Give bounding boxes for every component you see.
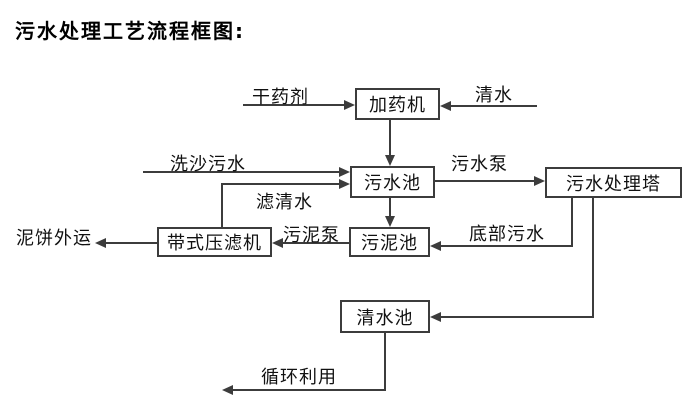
node-belt-filter-press: 带式压滤机 <box>157 227 272 257</box>
arrowhead-down-icon <box>385 155 395 166</box>
arrowhead-right-icon <box>344 100 355 110</box>
edge-dry-chemical-line <box>243 104 346 106</box>
edge-recycle-hline <box>231 389 386 391</box>
arrowhead-right-icon <box>339 167 350 177</box>
node-treatment-tower: 污水处理塔 <box>545 167 682 198</box>
node-dosing-machine: 加药机 <box>355 88 440 120</box>
edge-sludge-pump-line <box>281 242 349 244</box>
edge-bottom-sewage-vline <box>571 198 573 247</box>
edge-recycle-label: 循环利用 <box>261 367 337 388</box>
edge-dry-chemical-label: 干药剂 <box>252 87 309 108</box>
edge-bottom-sewage-label: 底部污水 <box>469 224 545 245</box>
edge-clean-water-line <box>449 105 537 107</box>
node-sewage-pool: 污水池 <box>350 166 435 198</box>
edge-mud-cake-line <box>104 242 157 244</box>
edge-tower-to-clean-vline <box>592 198 594 318</box>
arrowhead-left-icon <box>430 241 441 251</box>
edge-filtered-water-hline <box>221 183 341 185</box>
arrowhead-right-icon <box>534 176 545 186</box>
edge-sludge-pump-label: 污泥泵 <box>283 225 340 246</box>
node-sludge-pool: 污泥池 <box>349 227 430 257</box>
arrowhead-left-icon <box>430 312 441 322</box>
edge-sand-wash-line <box>143 171 341 173</box>
edge-dosing-to-sewage-line <box>389 120 391 157</box>
edge-clean-water-label: 清水 <box>475 85 513 106</box>
edge-bottom-sewage-hline <box>439 245 573 247</box>
page-title: 污水处理工艺流程框图: <box>15 19 245 43</box>
edge-sand-wash-label: 洗沙污水 <box>170 154 246 175</box>
edge-filtered-water-label: 滤清水 <box>256 192 313 213</box>
edge-sewage-pump-label: 污水泵 <box>451 154 508 175</box>
node-clean-water-pool: 清水池 <box>340 300 430 333</box>
edge-sewage-pump-line <box>435 180 536 182</box>
arrowhead-left-icon <box>95 238 106 248</box>
arrowhead-left-icon <box>222 385 233 395</box>
arrowhead-left-icon <box>440 101 451 111</box>
edge-sewage-to-sludge-line <box>389 198 391 218</box>
arrowhead-left-icon <box>272 238 283 248</box>
edge-recycle-vline <box>384 333 386 390</box>
arrowhead-right-icon <box>339 179 350 189</box>
edge-filtered-water-vline <box>221 183 223 227</box>
edge-mud-cake-label: 泥饼外运 <box>16 228 92 249</box>
edge-tower-to-clean-hline <box>439 316 594 318</box>
arrowhead-down-icon <box>385 216 395 227</box>
